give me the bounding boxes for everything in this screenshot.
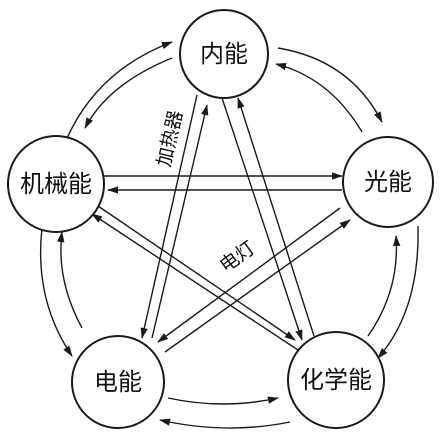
node-internal-energy: 内能: [179, 9, 269, 99]
arrow-electric-to-internal: [151, 104, 209, 339]
arrow-internal-to-light: [277, 47, 383, 123]
arrow-internal-to-electric: [140, 94, 198, 339]
node-mechanical-label: 机械能: [20, 170, 92, 198]
node-chemical-energy: 化学能: [287, 331, 385, 429]
node-electric-label: 电能: [94, 368, 142, 396]
inner-arrows: [91, 94, 351, 353]
arrow-electric-to-mechanical: [57, 231, 83, 329]
outer-arrows: [39, 41, 419, 429]
arrow-light-to-electric: [157, 207, 341, 343]
arrow-mechanical-to-chemical: [97, 205, 296, 341]
node-electric-energy: 电能: [71, 335, 165, 429]
node-light-energy: 光能: [342, 136, 434, 228]
arrow-internal-to-mechanical: [84, 57, 173, 129]
node-mechanical-energy: 机械能: [7, 135, 105, 233]
arrow-chemical-to-electric: [159, 418, 291, 429]
node-light-label: 光能: [364, 168, 412, 196]
arrow-electric-to-light: [164, 219, 351, 353]
arrow-mechanical-to-internal: [61, 41, 173, 151]
node-chemical-label: 化学能: [300, 366, 372, 394]
lamp-annotation: 电灯: [216, 237, 260, 277]
arrow-mechanical-to-electric: [39, 227, 73, 357]
node-internal-label: 内能: [200, 40, 248, 68]
arrow-light-to-internal: [275, 62, 363, 133]
arrow-light-to-chemical: [377, 225, 419, 359]
arrow-electric-to-chemical: [167, 396, 279, 405]
arrow-internal-to-chemical: [221, 97, 303, 341]
arrow-chemical-to-mechanical: [91, 213, 299, 351]
arrow-chemical-to-light: [367, 235, 401, 337]
arrow-chemical-to-internal: [237, 97, 315, 337]
